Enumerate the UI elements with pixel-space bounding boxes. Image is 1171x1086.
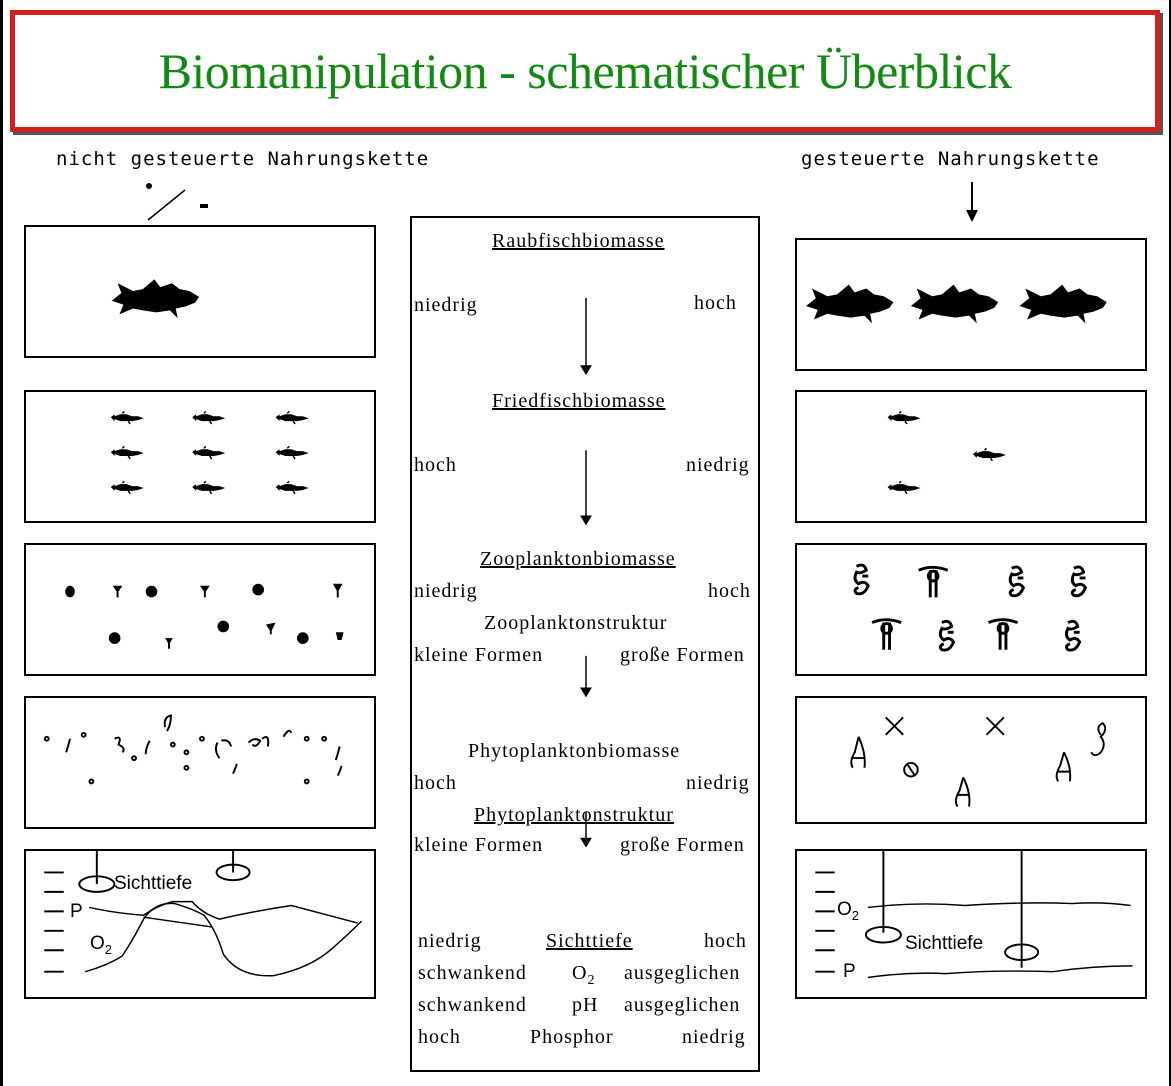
down-arrow-icon: [966, 182, 978, 222]
phytoplankton-right-form: große Formen: [620, 834, 745, 856]
water-profile-graph: [44, 851, 363, 977]
title-box: Biomanipulation - schematischer Überblic…: [10, 10, 1160, 132]
predator-fish-icon: [111, 279, 200, 319]
zooplankton-right-value: hoch: [708, 580, 751, 602]
left-o2-label: O2: [90, 933, 113, 957]
slide-title: Biomanipulation - schematischer Überblic…: [158, 43, 1012, 99]
predator-left-value: niedrig: [414, 294, 478, 316]
predator-biomass-label: Raubfischbiomasse: [492, 230, 665, 252]
oxygen-label: O2: [572, 962, 596, 988]
oxygen-right: ausgeglichen: [624, 962, 741, 984]
left-zooplankton-panel: [24, 543, 376, 676]
zooplankton-left-value: niedrig: [414, 580, 478, 602]
ph-left: schwankend: [418, 994, 527, 1016]
zooplankton-right-form: große Formen: [620, 644, 745, 666]
secchi-left: niedrig: [418, 930, 482, 952]
oxygen-left: schwankend: [418, 962, 527, 984]
water-profile-graph: [815, 851, 1133, 979]
right-secchi-label: Sichttiefe: [905, 933, 984, 954]
phytoplankton-left-value: hoch: [414, 772, 457, 794]
left-prey-fish-panel: [24, 390, 376, 523]
left-predator-panel: [24, 225, 376, 358]
small-phytoplankton-icons: [43, 714, 343, 785]
small-zooplankton-icons: [65, 583, 344, 649]
phytoplankton-structure-label: Phytoplanktonstruktur: [474, 804, 674, 826]
phosphorus-label: Phosphor: [530, 1026, 614, 1048]
phytoplankton-biomass-label: Phytoplanktonbiomasse: [468, 740, 681, 762]
left-water-profile-panel: Sichttiefe P O2: [24, 849, 376, 999]
small-fish-icons: [886, 410, 1007, 495]
center-arrows: [580, 298, 592, 848]
zooplankton-biomass-label: Zooplanktonbiomasse: [480, 548, 676, 570]
right-zooplankton-panel: [795, 543, 1147, 676]
small-fish-icons: [110, 410, 310, 495]
zooplankton-left-form: kleine Formen: [414, 644, 544, 666]
phytoplankton-right-value: niedrig: [686, 772, 750, 794]
right-phosphorus-label: P: [843, 961, 856, 982]
center-comparison-panel: Raubfischbiomasse niedrig hoch Friedfisc…: [410, 216, 760, 1072]
large-phytoplankton-icons: [850, 716, 1107, 808]
heading-uncontrolled-chain: nicht gesteuerte Nahrungskette: [56, 148, 430, 170]
prey-biomass-label: Friedfischbiomasse: [492, 390, 666, 412]
ph-label: pH: [572, 994, 599, 1016]
right-water-profile-panel: O2 Sichttiefe P: [795, 849, 1147, 999]
right-prey-fish-panel: [795, 390, 1147, 523]
predator-fish-icons: [806, 284, 1107, 324]
left-secchi-label: Sichttiefe: [114, 873, 193, 894]
prey-left-value: hoch: [414, 454, 457, 476]
right-o2-label: O2: [837, 899, 860, 923]
large-zooplankton-icons: [853, 563, 1087, 652]
prey-right-value: niedrig: [686, 454, 750, 476]
blocked-arrow-icon: [146, 183, 208, 221]
ph-right: ausgeglichen: [624, 994, 741, 1016]
right-phytoplankton-panel: [795, 696, 1147, 824]
zooplankton-structure-label: Zooplanktonstruktur: [484, 612, 668, 634]
predator-right-value: hoch: [694, 292, 737, 314]
phosphorus-left: hoch: [418, 1026, 461, 1048]
secchi-label: Sichttiefe: [546, 930, 633, 952]
heading-controlled-chain: gesteuerte Nahrungskette: [801, 148, 1100, 170]
left-phosphorus-label: P: [70, 901, 83, 922]
secchi-right: hoch: [704, 930, 747, 952]
phytoplankton-left-form: kleine Formen: [414, 834, 544, 856]
left-phytoplankton-panel: [24, 696, 376, 829]
right-predator-panel: [795, 238, 1147, 371]
phosphorus-right: niedrig: [682, 1026, 746, 1048]
